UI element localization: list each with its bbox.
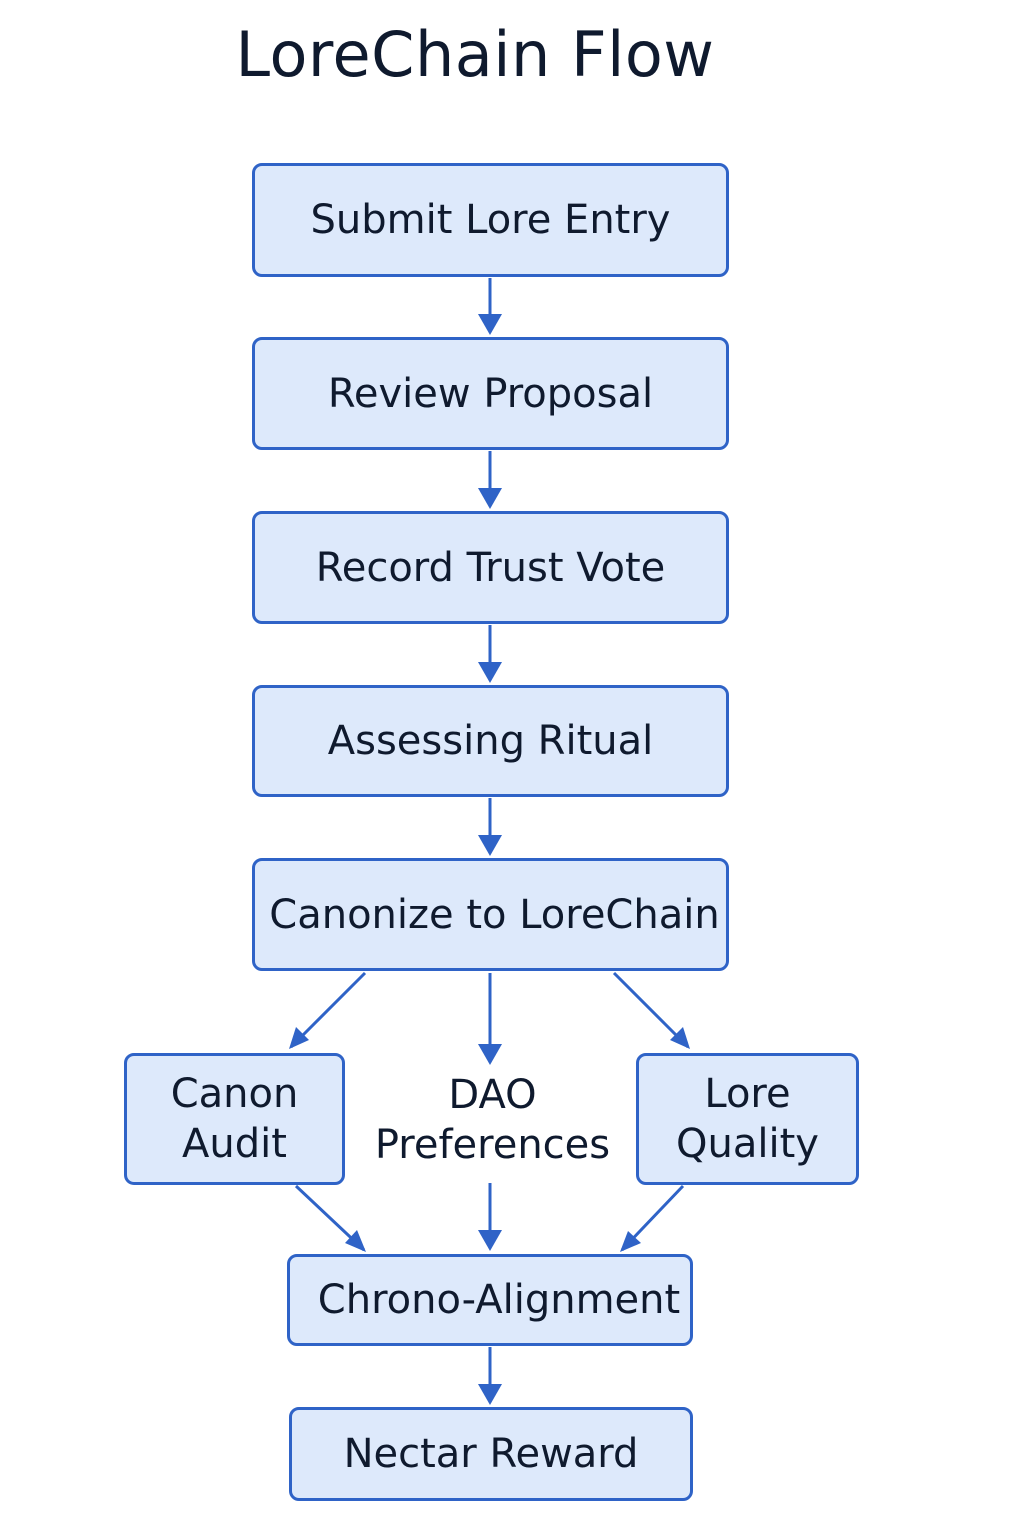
arrowhead-chrono-to-nectar [478,1384,502,1405]
arrow-canonize-to-canon-audit [289,971,367,1049]
node-assessing-ritual: Assessing Ritual [252,685,729,797]
arrowhead-canonize-to-dao-preferences [478,1044,502,1065]
node-record-trust-vote: Record Trust Vote [252,511,729,624]
node-chrono-alignment-label: Chrono-Alignment [317,1277,681,1323]
node-chrono-alignment: Chrono-Alignment [287,1254,693,1346]
node-canonize-to-lorechain: Canonize to LoreChain [252,858,729,971]
arrow-canon-audit-to-chrono [294,1184,366,1252]
node-review-proposal: Review Proposal [252,337,729,450]
node-submit-lore-entry-label: Submit Lore Entry [310,197,671,243]
diagram-title: LoreChain Flow [235,18,715,91]
node-review-proposal-label: Review Proposal [327,370,654,417]
arrow-canonize-to-lore-quality [612,971,690,1049]
node-submit-lore-entry: Submit Lore Entry [252,163,729,277]
node-canon-audit: Canon Audit [124,1053,345,1185]
node-dao-preferences: DAO Preferences [365,1064,620,1176]
node-nectar-reward-label: Nectar Reward [343,1431,639,1477]
node-lore-quality: Lore Quality [636,1053,859,1185]
node-nectar-reward: Nectar Reward [289,1407,693,1501]
node-dao-preferences-label: DAO Preferences [374,1072,611,1168]
node-lore-quality-label: Lore Quality [676,1071,819,1167]
arrowhead-review-to-record [478,488,502,509]
node-canon-audit-label: Canon Audit [170,1071,299,1167]
arrowhead-dao-preferences-to-chrono [478,1230,502,1251]
arrowhead-assessing-to-canonize [478,835,502,856]
arrowhead-canonize-to-lore-quality [670,1027,690,1049]
node-canonize-to-lorechain-label: Canonize to LoreChain [269,891,720,938]
arrowhead-canonize-to-canon-audit [289,1027,309,1049]
arrow-lore-quality-to-chrono [620,1184,685,1252]
arrowhead-record-to-assessing [478,662,502,683]
arrowhead-lore-quality-to-chrono [620,1231,641,1252]
arrowhead-canon-audit-to-chrono [345,1230,366,1252]
arrowhead-submit-to-review [478,314,502,335]
node-record-trust-vote-label: Record Trust Vote [315,544,666,591]
node-assessing-ritual-label: Assessing Ritual [327,718,654,764]
